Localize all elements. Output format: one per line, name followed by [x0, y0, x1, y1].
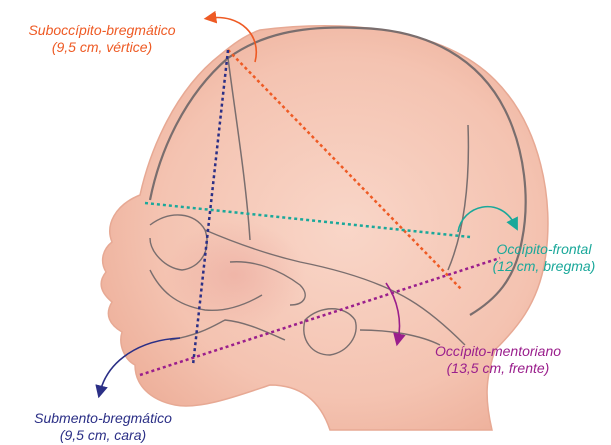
label-name: Submento-bregmático: [22, 410, 184, 427]
label-detail: (12 cm, bregma): [478, 258, 610, 275]
label-detail: (9,5 cm, cara): [22, 427, 184, 444]
label-name: Suboccípito-bregmático: [2, 22, 202, 39]
label-detail: (9,5 cm, vértice): [2, 39, 202, 56]
label-submento-bregmatico: Submento-bregmático (9,5 cm, cara): [22, 410, 184, 444]
label-occipito-mentoriano: Occípito-mentoriano (13,5 cm, frente): [418, 343, 578, 377]
label-suboccipito-bregmatico: Suboccípito-bregmático (9,5 cm, vértice): [2, 22, 202, 56]
label-name: Occípito-mentoriano: [418, 343, 578, 360]
label-name: Occípito-frontal: [478, 241, 610, 258]
label-occipito-frontal: Occípito-frontal (12 cm, bregma): [478, 241, 610, 275]
label-detail: (13,5 cm, frente): [418, 360, 578, 377]
